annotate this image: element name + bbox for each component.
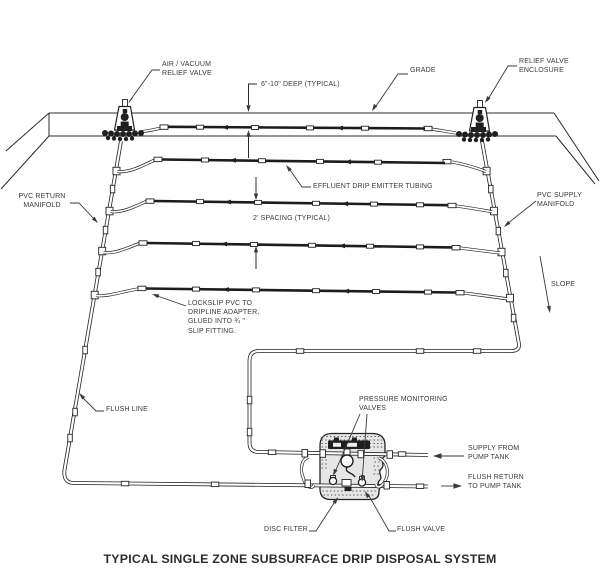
leader-flush-valve: [367, 493, 396, 532]
filter-assembly: [299, 437, 393, 491]
manifold-tees: [90, 166, 514, 303]
label-flush-return-to-pump-tank: FLUSH RETURN TO PUMP TANK: [468, 474, 524, 491]
label-grade: GRADE: [410, 67, 436, 74]
pipe-couplings: [67, 184, 517, 489]
leader-return-manifold: [70, 202, 96, 221]
supply-line-pipe: [247, 140, 521, 457]
label-flush-valve: FLUSH VALVE: [397, 526, 446, 533]
leader-disc-filter: [309, 499, 337, 532]
dripline-1: [167, 124, 426, 131]
dripline-4: [146, 241, 453, 250]
label-air-vacuum-relief-valve: AIR / VACUUM RELIEF VALVE: [162, 61, 212, 78]
dripline-5: [145, 286, 457, 295]
flush-line-pipe: [62, 140, 429, 489]
air-vacuum-relief-valve-assembly: [102, 99, 144, 142]
label-pvc-return-manifold: PVC RETURN MANIFOLD: [18, 193, 66, 210]
leader-pm-right: [361, 413, 368, 478]
leader-lines: [70, 65, 537, 532]
leader-supply-manifold: [506, 200, 537, 225]
driplines: [145, 124, 457, 295]
leader-pm-left: [335, 413, 361, 472]
leader-lockslip: [155, 295, 187, 307]
leader-grade: [373, 73, 408, 110]
supply-flow-arrow: [433, 453, 464, 459]
label-supply-from-pump-tank: SUPPLY FROM PUMP TANK: [468, 445, 520, 462]
leader-air-vacuum: [128, 69, 160, 103]
label-pvc-supply-manifold: PVC SUPPLY MANIFOLD: [537, 192, 582, 209]
label-flush-line: FLUSH LINE: [106, 406, 148, 413]
grade-surface: [0, 112, 600, 190]
slope-arrow: [539, 255, 551, 313]
label-depth-dimension: 6"-10" DEEP (TYPICAL): [261, 81, 340, 88]
leader-flush-line: [80, 395, 104, 412]
label-effluent-drip-emitter-tubing: EFFLUENT DRIP EMITTER TUBING: [313, 183, 433, 190]
dimension-spacing: [253, 177, 259, 269]
leader-effluent: [287, 166, 311, 188]
diagram-title: TYPICAL SINGLE ZONE SUBSURFACE DRIP DISP…: [103, 552, 497, 566]
label-spacing-dimension: 2' SPACING (TYPICAL): [253, 215, 330, 222]
dripline-3: [153, 199, 449, 208]
dripline-2: [161, 157, 446, 165]
label-disc-filter: DISC FILTER: [264, 526, 308, 533]
relief-valve-enclosure-assembly: [456, 100, 498, 143]
label-slope: SLOPE: [551, 281, 576, 288]
flush-flow-arrow: [441, 483, 462, 489]
dimension-depth: [246, 83, 257, 158]
dripline-risers: [95, 125, 508, 301]
label-relief-valve-enclosure: RELIEF VALVE ENCLOSURE: [519, 58, 569, 75]
disc-filter-circle: [340, 454, 354, 468]
pressure-monitoring-valve: [328, 476, 338, 486]
label-pressure-monitoring-valves: PRESSURE MONITORING VALVES: [359, 396, 448, 413]
label-lockslip-note: LOCKSLIP PVC TO DRIPLINE ADAPTER, GLUED …: [188, 300, 260, 335]
leader-enclosure: [486, 65, 517, 102]
lockslip-adapters: [137, 124, 465, 296]
